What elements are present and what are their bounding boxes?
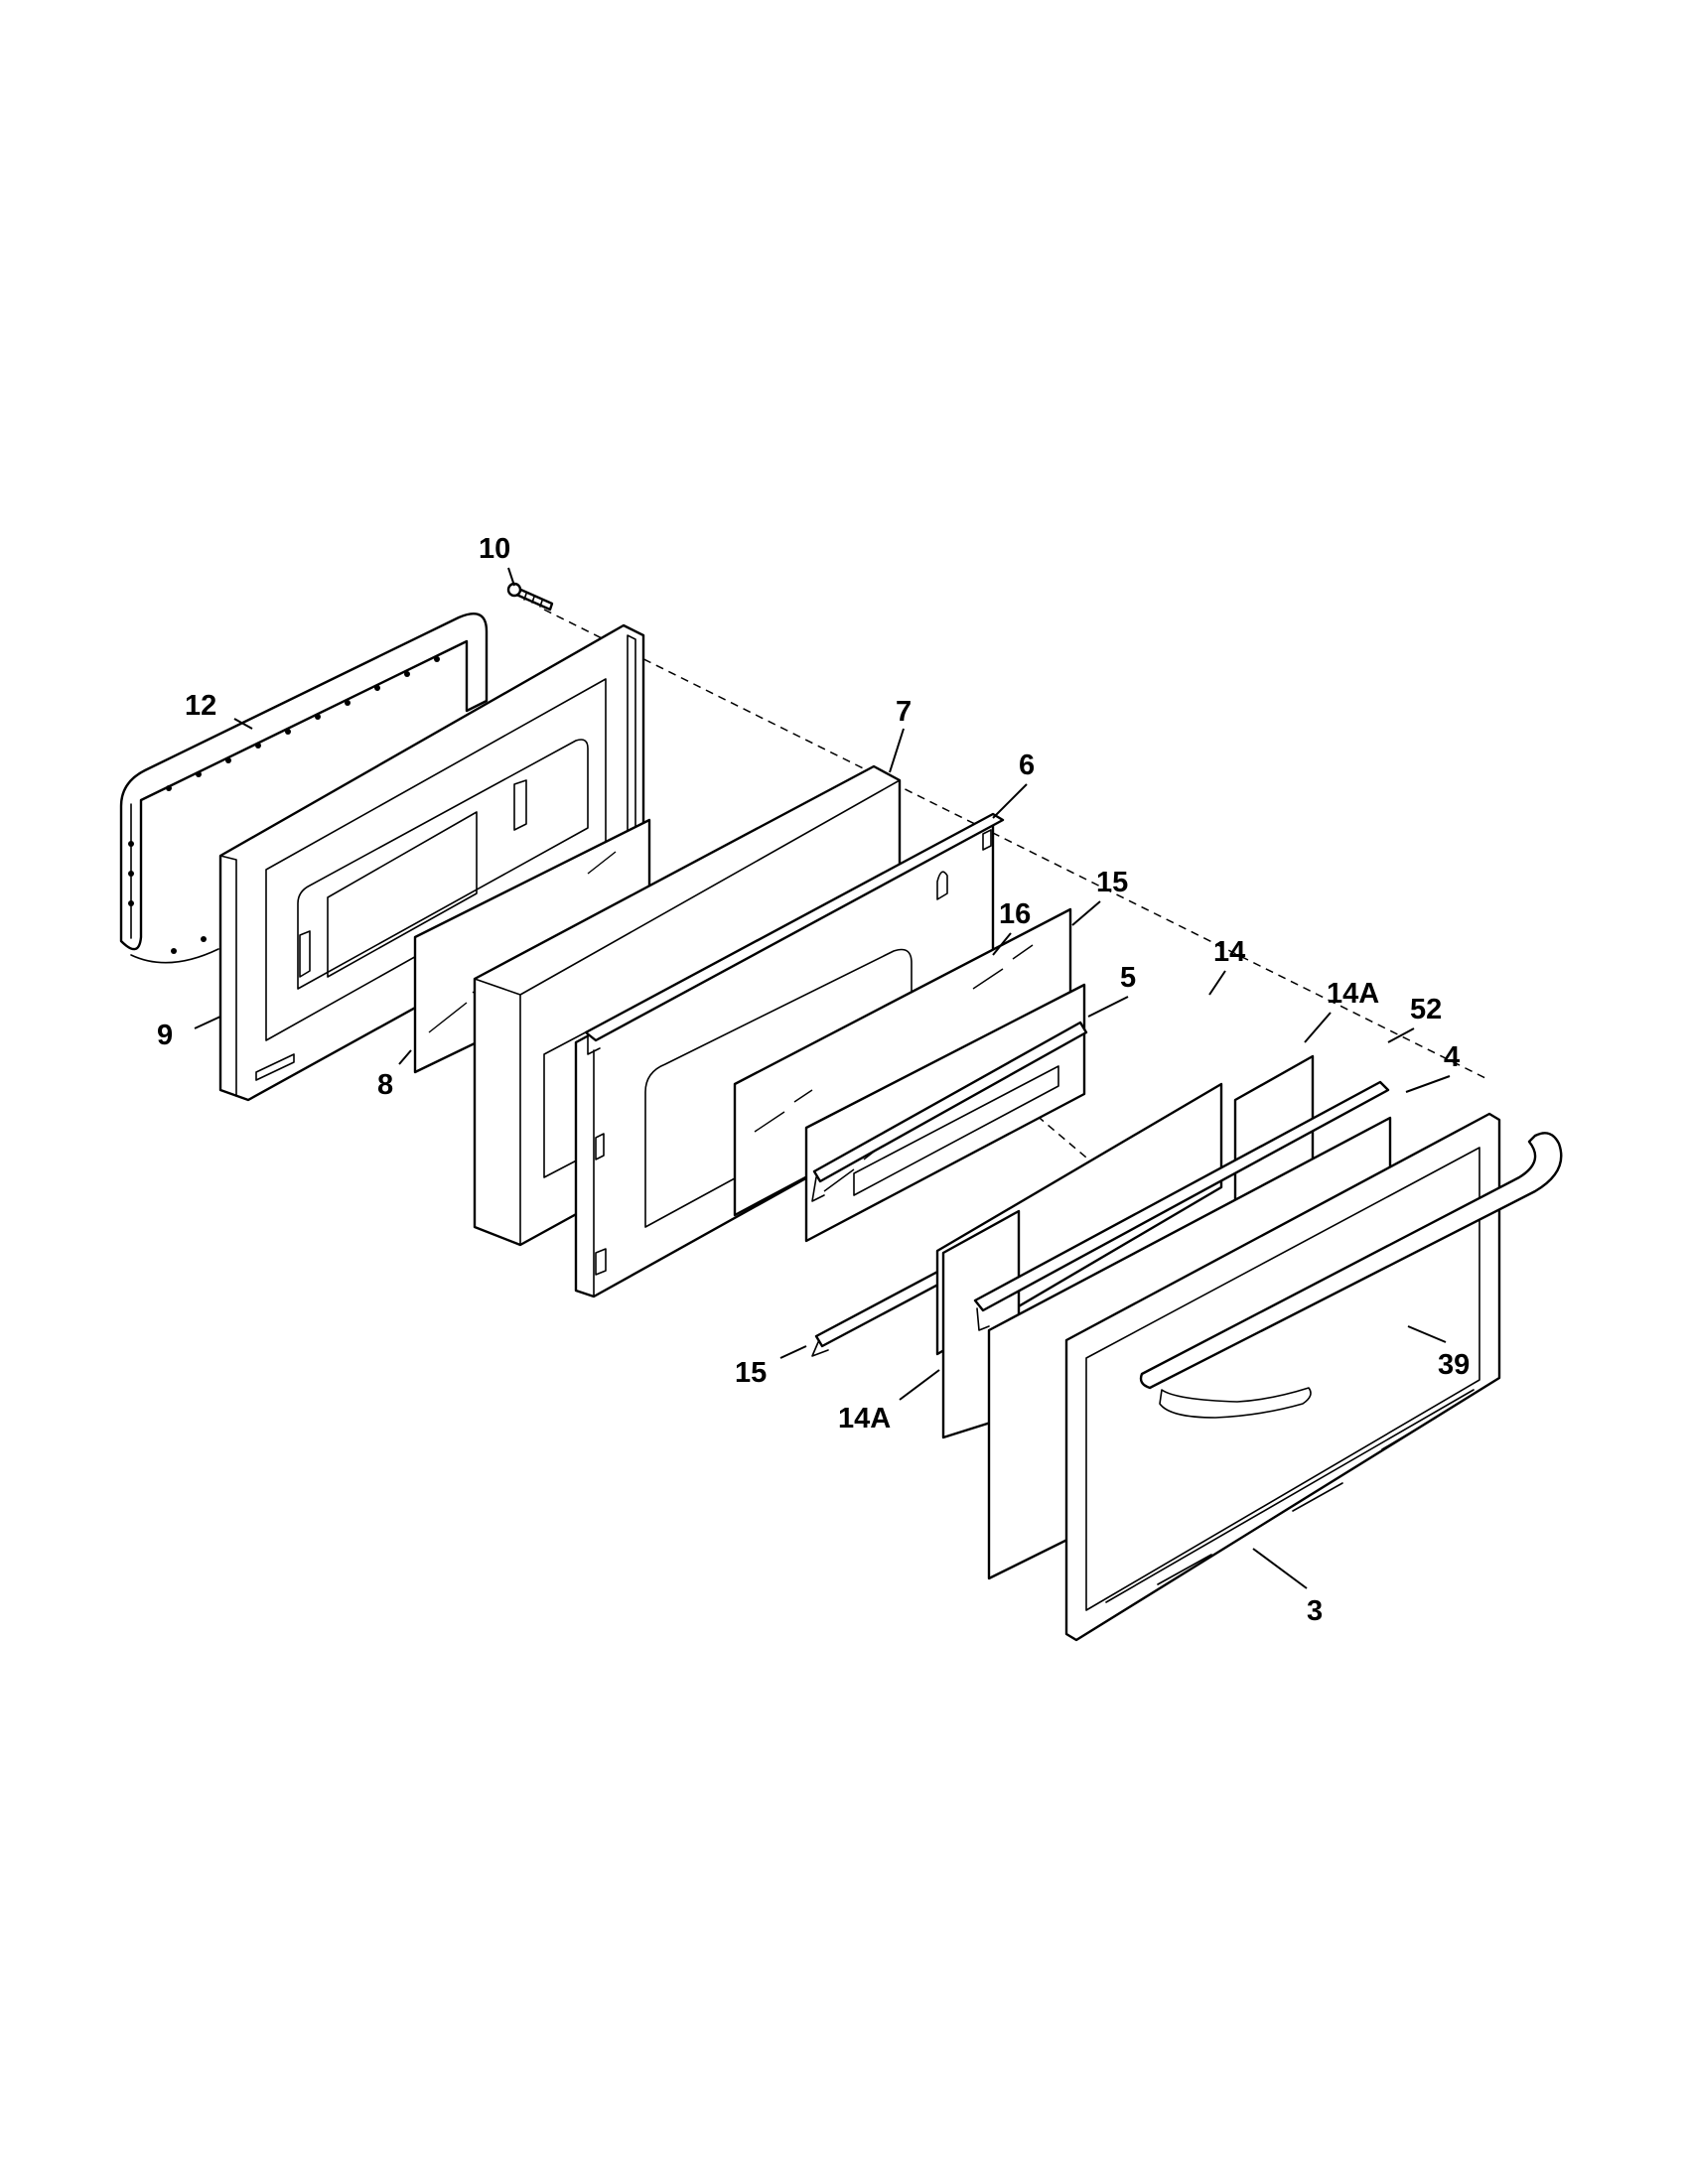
callout-15-top: 15 <box>1096 867 1128 898</box>
callout-7: 7 <box>896 696 912 728</box>
callout-16: 16 <box>999 898 1031 930</box>
part-9-inner-door-liner <box>218 623 645 1102</box>
callout-15-bottom: 15 <box>735 1357 767 1389</box>
callout-5: 5 <box>1120 962 1136 994</box>
gasket-clips <box>128 656 440 954</box>
part-39-handle <box>1139 1132 1563 1419</box>
callout-3: 3 <box>1307 1595 1323 1627</box>
part-15-top-bracket <box>811 1021 1088 1202</box>
callout-52: 52 <box>1410 994 1442 1025</box>
part-52-trim <box>973 1080 1390 1331</box>
callout-14a-top: 14A <box>1327 978 1379 1010</box>
callout-14: 14 <box>1213 936 1245 968</box>
leader-lines <box>194 567 1451 1589</box>
callout-12: 12 <box>185 690 216 722</box>
part-12-door-gasket <box>119 613 489 964</box>
callout-labels: 10 12 7 6 15 16 14 5 14A 52 4 9 8 15 14A… <box>157 533 1470 1627</box>
callout-9: 9 <box>157 1020 173 1051</box>
callout-4: 4 <box>1444 1041 1460 1073</box>
callout-8: 8 <box>377 1069 393 1101</box>
callout-10: 10 <box>479 533 510 565</box>
part-10-screw <box>506 582 554 612</box>
callout-14a-bottom: 14A <box>838 1403 891 1434</box>
callout-39: 39 <box>1438 1349 1470 1381</box>
part-16-channel <box>584 812 1005 1055</box>
callout-6: 6 <box>1019 750 1035 781</box>
